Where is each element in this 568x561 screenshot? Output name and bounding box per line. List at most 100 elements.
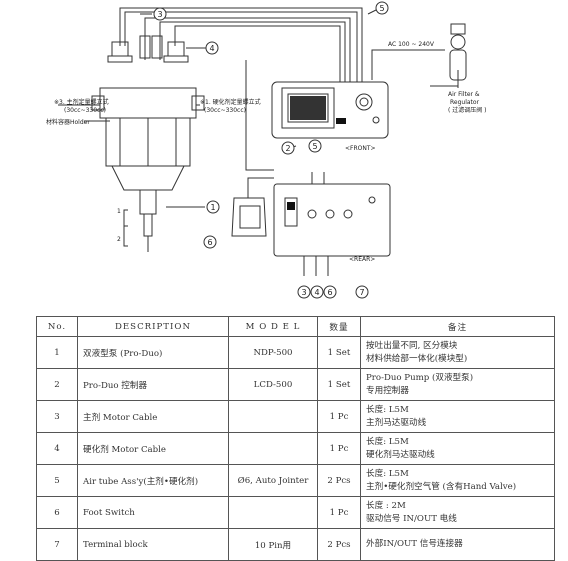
header-qty: 数量 [317, 316, 361, 337]
cable-line [174, 25, 341, 82]
cell-no: 6 [36, 496, 78, 529]
rear-connector-1 [307, 209, 317, 219]
pump-motor-housing [99, 87, 197, 119]
cell-qty: 1 Pc [317, 400, 361, 433]
system-diagram: 1 2 3 4 5 5 6 3 4 6 7 ※3. 主剂定量螺立式 (30cc~… [46, 1, 487, 299]
rear-terminal [284, 197, 298, 227]
diagram-svg: 1 2 3 4 5 5 6 3 4 6 7 ※3. 主剂定量螺立式 (30cc~… [46, 1, 487, 299]
main-cartridge-label: ※3. 主剂定量螺立式 [54, 98, 109, 106]
lcd-frame [281, 87, 335, 129]
header-remarks: 备注 [360, 316, 555, 337]
regulator-label: Regulator [450, 99, 480, 106]
regulator-gauge-top [450, 23, 466, 35]
remark-line: Pro-Duo Pump (双液型泵) [366, 372, 474, 383]
cell-qty: 1 Set [317, 368, 361, 401]
regulator-gauge [450, 34, 466, 50]
remark-line: 长度: L5M [366, 436, 409, 447]
ac-power-label: AC 100 ~ 240V [388, 41, 435, 48]
pump-lower-body [111, 165, 185, 191]
bracket-label: 2 [117, 236, 121, 243]
remark-line: 外部IN/OUT 信号连接器 [366, 539, 463, 549]
regulator-cn-label: ( 过滤调压阀 ) [448, 106, 487, 114]
callout-circle [203, 235, 217, 249]
cell-model: LCD-500 [228, 368, 318, 401]
rear-switch [287, 202, 295, 210]
controller-rear [273, 183, 391, 257]
table-row: 4 硬化剂 Motor Cable 1 Pc 长度: L5M 硬化剂马达驱动线 [36, 432, 555, 465]
sensor-left [139, 35, 151, 59]
cell-remarks: Pro-Duo Pump (双液型泵) 专用控制器 [360, 368, 555, 401]
static-mixer-body [139, 189, 157, 215]
cell-no: 4 [36, 432, 78, 465]
hardener-cartridge-label: ※1. 硬化剂定量螺立式 [200, 98, 261, 106]
cable-line [144, 17, 351, 82]
header-model: M O D E L [228, 316, 318, 337]
remark-line: 硬化剂马达驱动线 [366, 449, 435, 460]
cell-remarks: 按吐出量不同, 区分模块 材料供给部一体化(模块型) [360, 336, 555, 369]
callout-number: 5 [379, 4, 384, 13]
valve-right-base [163, 55, 189, 63]
cell-qty: 1 Pc [317, 496, 361, 529]
controller-knob [355, 93, 373, 111]
callout-number: 4 [314, 288, 319, 297]
remark-line: 按吐出量不同, 区分模块 [366, 340, 458, 351]
cell-model: Ø6, Auto Jointer [228, 464, 318, 497]
remark-line: 长度: L5M [366, 468, 409, 479]
remark-line: 专用控制器 [366, 385, 409, 396]
callout-circle [281, 141, 295, 155]
callout-number: 2 [285, 144, 290, 153]
callout-circle [375, 1, 389, 15]
table-row: 3 主剂 Motor Cable 1 Pc 长度: L5M 主剂马达驱动线 [36, 400, 555, 433]
rear-connector-3 [343, 209, 353, 219]
callout-number: 3 [157, 10, 162, 19]
cable-line [159, 21, 346, 82]
air-filter-label: Air Filter & [448, 91, 480, 98]
cell-model: NDP-500 [228, 336, 318, 369]
holder-label: 材料容器Holder [46, 118, 90, 126]
cell-description: 主剂 Motor Cable [77, 400, 229, 433]
bracket-label: 1 [117, 208, 121, 215]
header-no: No. [36, 316, 78, 337]
pump-side-right [191, 95, 205, 111]
cell-remarks: 长度: L5M 主剂马达驱动线 [360, 400, 555, 433]
rear-fuse [368, 196, 376, 204]
callout-number: 7 [359, 288, 364, 297]
foot-switch-cable [247, 177, 274, 198]
callout-circle [323, 285, 337, 299]
callout-circle [206, 200, 220, 214]
parts-table: No. DESCRIPTION M O D E L 数量 备注 1 双液型泵 (… [36, 316, 555, 561]
cable-line [124, 11, 358, 82]
knob-center [359, 97, 369, 107]
cell-description: 双液型泵 (Pro-Duo) [77, 336, 229, 369]
air-line [430, 70, 459, 87]
callout-circle [310, 285, 324, 299]
valve-right [167, 41, 185, 57]
cell-no: 2 [36, 368, 78, 401]
cell-remarks: 长度 : 2M 驱动信号 IN/OUT 电线 [360, 496, 555, 529]
hardener-cartridge-range: (30cc~330cc) [204, 107, 246, 114]
main-cartridge-range: (30cc~330cc) [64, 107, 106, 114]
cell-qty: 1 Set [317, 336, 361, 369]
remark-line: 驱动信号 IN/OUT 电线 [366, 513, 457, 524]
cell-model [228, 432, 318, 465]
leader-line [367, 9, 377, 15]
power-cable [371, 49, 445, 80]
header-description: DESCRIPTION [77, 316, 229, 337]
controller-front [271, 81, 389, 139]
lcd-screen [287, 93, 329, 123]
callout-circle [153, 7, 167, 21]
callout-number: 3 [301, 288, 306, 297]
static-mixer-nozzle [143, 213, 153, 237]
remark-line: 长度 : 2M [366, 500, 406, 511]
sensor-right [151, 35, 163, 59]
callout-number: 6 [327, 288, 332, 297]
remark-line: 主剂马达驱动线 [366, 417, 427, 428]
rear-connector-2 [325, 209, 335, 219]
cell-qty: 2 Pcs [317, 464, 361, 497]
signal-cable [245, 60, 274, 171]
table-row: 2 Pro-Duo 控制器 LCD-500 1 Set Pro-Duo Pump… [36, 368, 555, 401]
valve-left-base [107, 55, 133, 63]
table-row: 5 Air tube Ass'y(主剂•硬化剂) Ø6, Auto Jointe… [36, 464, 555, 497]
foot-switch [231, 197, 267, 237]
lcd-display [290, 96, 326, 120]
